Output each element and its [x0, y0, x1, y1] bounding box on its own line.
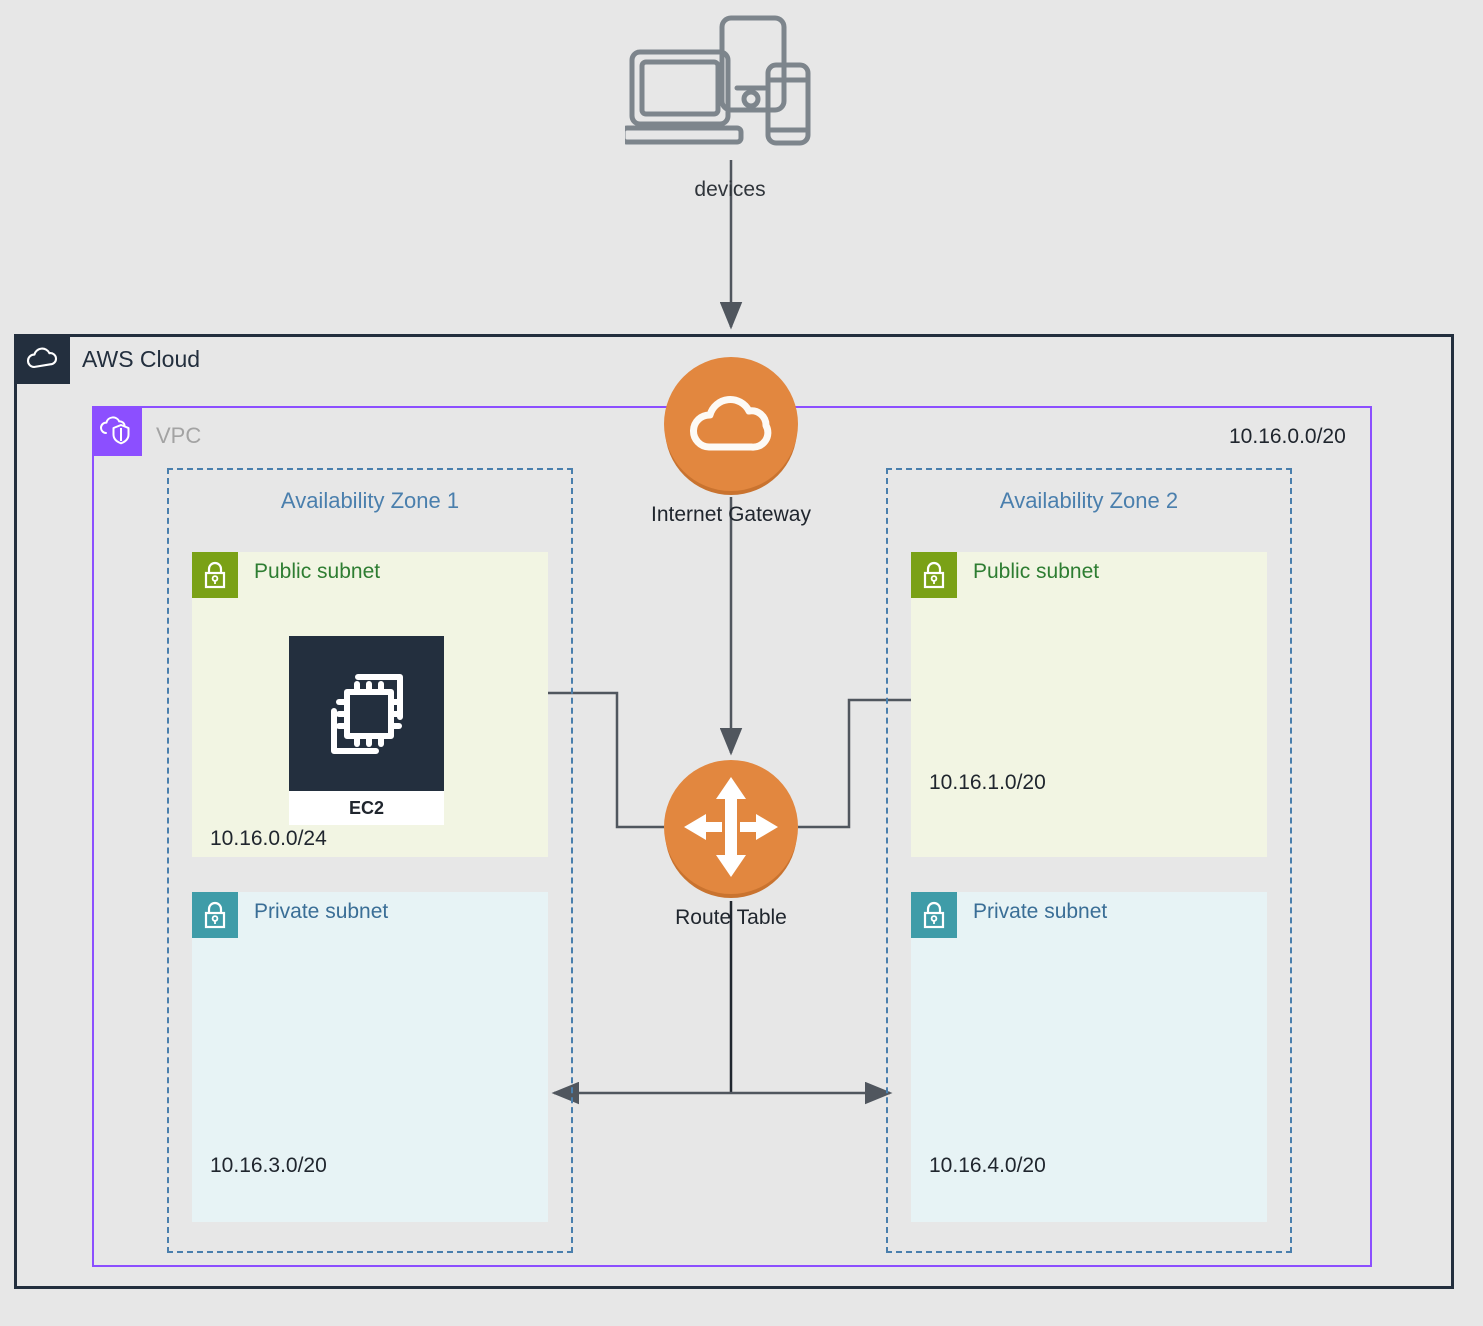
private-subnet-az1: Private subnet 10.16.3.0/20 [192, 892, 548, 1222]
aws-cloud-boundary [14, 334, 1454, 1289]
route-table-label: Route Table [675, 906, 787, 929]
private-subnet-az1-cidr: 10.16.3.0/20 [210, 1154, 327, 1177]
cloud-icon [690, 396, 772, 451]
connector-route-table-to-public-subnet-az2 [798, 688, 945, 829]
private-subnet-az2-label: Private subnet [973, 900, 1108, 923]
ec2-chip-icon [330, 673, 403, 754]
internet-gateway-circle [664, 357, 798, 491]
ec2-label: EC2 [289, 791, 444, 825]
padlock-icon [204, 901, 226, 929]
ec2-icon-box [289, 636, 444, 791]
availability-zone-2-title: Availability Zone 2 [999, 488, 1179, 513]
aws-cloud-badge [14, 334, 70, 384]
route-table-circle [664, 760, 798, 894]
public-subnet-az1-label: Public subnet [254, 560, 381, 583]
devices-icon [625, 15, 811, 146]
private-subnet-az2: Private subnet 10.16.4.0/20 [911, 892, 1267, 1222]
private-subnet-az1-badge [192, 892, 238, 938]
private-subnet-az2-badge [911, 892, 957, 938]
availability-zone-1-boundary [167, 468, 573, 1253]
private-subnet-az1-label: Private subnet [254, 900, 389, 923]
vpc-cidr-label: 10.16.0.0/20 [1229, 425, 1346, 448]
public-subnet-az2-badge [911, 552, 957, 598]
aws-cloud-title: AWS Cloud [82, 346, 201, 372]
vpc-icon [100, 416, 130, 445]
public-subnet-az2-label: Public subnet [973, 560, 1100, 583]
padlock-icon [204, 561, 226, 589]
route-table-node: Route Table [664, 760, 833, 930]
vpc-title: VPC [156, 423, 202, 448]
public-subnet-az2-cidr: 10.16.1.0/20 [929, 771, 1046, 794]
padlock-icon [923, 901, 945, 929]
internet-gateway-label: Internet Gateway [651, 503, 811, 526]
vpc-badge [92, 406, 142, 456]
devices-label: devices [694, 178, 766, 201]
availability-zone-1-title: Availability Zone 1 [280, 488, 460, 513]
connector-route-table-to-public-subnet-az1 [517, 681, 664, 829]
aws-cloud-icon [26, 347, 58, 369]
padlock-icon [923, 561, 945, 589]
public-subnet-az1-badge [192, 552, 238, 598]
router-arrows-icon [684, 777, 778, 877]
public-subnet-az1-cidr: 10.16.0.0/24 [210, 827, 327, 850]
ec2-node: EC2 [289, 636, 444, 825]
private-subnet-az2-cidr: 10.16.4.0/20 [929, 1154, 1046, 1177]
devices-node: devices [625, 10, 835, 210]
internet-gateway-node: Internet Gateway [651, 357, 833, 527]
availability-zone-2-boundary [886, 468, 1292, 1253]
public-subnet-az2: Public subnet 10.16.1.0/20 [911, 552, 1267, 857]
